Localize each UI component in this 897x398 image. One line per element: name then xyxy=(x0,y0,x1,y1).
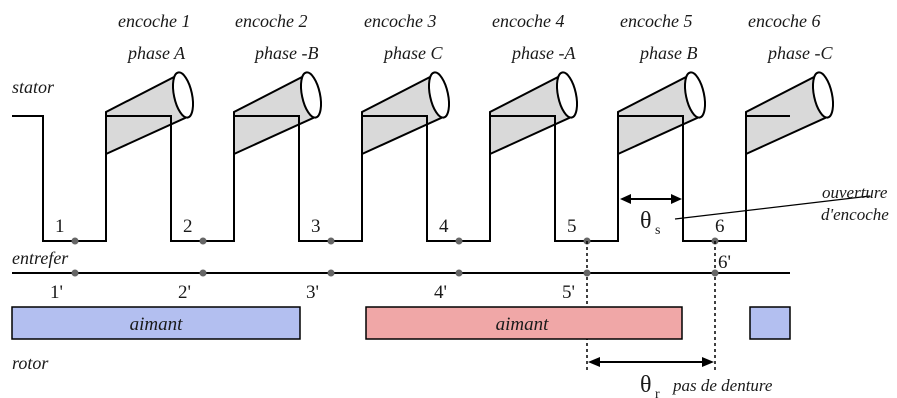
gap-point-1 xyxy=(71,269,79,277)
gap-point-5 xyxy=(583,269,591,277)
slot-2-encoche: encoche 2 xyxy=(235,11,307,31)
coil-slot-6 xyxy=(745,71,835,156)
slot-5-phase: phase B xyxy=(638,43,698,63)
stator-point-4 xyxy=(455,237,463,245)
stator-label: stator xyxy=(12,77,55,97)
theta-r-symbol: θ xyxy=(640,372,652,398)
stator-point-6-label: 6 xyxy=(715,216,725,237)
theta-s-subscript: s xyxy=(655,223,660,238)
magnets: aimant aimant xyxy=(11,306,791,340)
gap-point-5-label: 5' xyxy=(562,282,575,303)
ouverture-label-line1: ouverture xyxy=(822,183,888,202)
magnet-1 xyxy=(11,306,301,340)
gap-points: 1' 2' 3' 4' 5' 6' xyxy=(50,252,731,303)
stator-point-5-label: 5 xyxy=(567,216,577,237)
magnet-2-label: aimant xyxy=(496,314,550,335)
stator-points: 1 2 3 4 5 6 xyxy=(55,216,725,245)
gap-point-3-label: 3' xyxy=(306,282,319,303)
stator-point-2 xyxy=(199,237,207,245)
theta-s-label: θ s xyxy=(640,208,660,238)
stator-point-1 xyxy=(71,237,79,245)
slot-6-phase: phase -C xyxy=(766,43,833,63)
gap-point-2-label: 2' xyxy=(178,282,191,303)
stator-point-3 xyxy=(327,237,335,245)
magnet-1-label: aimant xyxy=(130,314,184,335)
gap-point-6-label: 6' xyxy=(718,252,731,273)
slot-headers: encoche 1 phase A encoche 2 phase -B enc… xyxy=(118,11,833,63)
ouverture-leader-line xyxy=(674,195,871,220)
coil-slot-2 xyxy=(233,71,323,156)
gap-point-6 xyxy=(711,269,719,277)
rotor-label: rotor xyxy=(12,353,49,373)
coil-slot-4 xyxy=(489,71,579,156)
entrefer-label: entrefer xyxy=(12,248,69,268)
coil-slot-3 xyxy=(361,71,451,156)
pas-de-denture-label: pas de denture xyxy=(672,376,773,395)
slot-4-encoche: encoche 4 xyxy=(492,11,564,31)
coil-slot-5 xyxy=(617,71,707,156)
theta-r-subscript: r xyxy=(655,387,660,398)
stator-point-4-label: 4 xyxy=(439,216,449,237)
tooth-pitch-arrow xyxy=(588,357,714,367)
ouverture-label-line2: d'encoche xyxy=(821,205,889,224)
gap-point-3 xyxy=(327,269,335,277)
stator-point-3-label: 3 xyxy=(311,216,321,237)
gap-point-2 xyxy=(199,269,207,277)
slot-1-encoche: encoche 1 xyxy=(118,11,190,31)
slot-3-phase: phase C xyxy=(382,43,443,63)
stator-point-1-label: 1 xyxy=(55,216,65,237)
stator-outline xyxy=(12,115,790,242)
coil-slot-1 xyxy=(105,71,195,156)
theta-s-symbol: θ xyxy=(640,208,652,234)
theta-r-label: θ r xyxy=(640,372,660,398)
magnet-2 xyxy=(365,306,683,340)
magnet-3-partial xyxy=(749,306,791,340)
slot-3-encoche: encoche 3 xyxy=(364,11,436,31)
slot-5-encoche: encoche 5 xyxy=(620,11,692,31)
slot-6-encoche: encoche 6 xyxy=(748,11,820,31)
slot-4-phase: phase -A xyxy=(510,43,576,63)
gap-point-4 xyxy=(455,269,463,277)
gap-point-4-label: 4' xyxy=(434,282,447,303)
slot-1-phase: phase A xyxy=(126,43,186,63)
coils xyxy=(105,71,835,156)
slot-2-phase: phase -B xyxy=(253,43,318,63)
slot-opening-arrow xyxy=(620,194,682,204)
stator-point-2-label: 2 xyxy=(183,216,193,237)
gap-point-1-label: 1' xyxy=(50,282,63,303)
